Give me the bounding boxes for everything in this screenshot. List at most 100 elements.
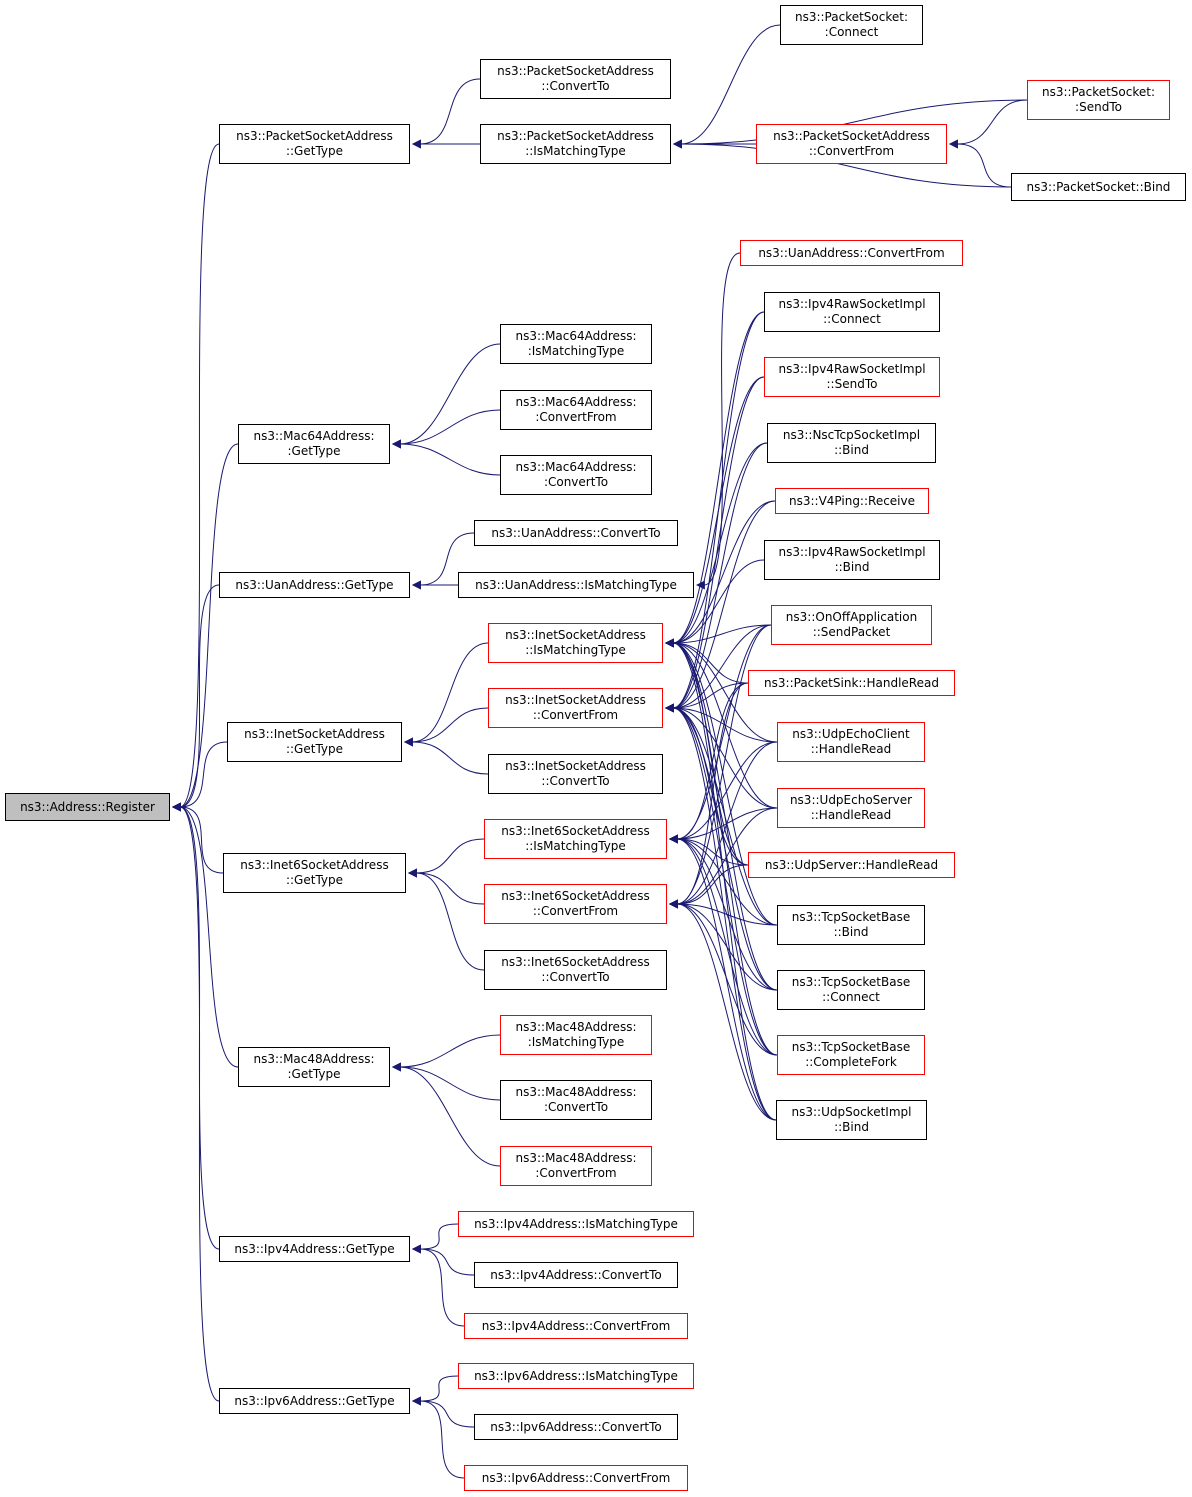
- edge-mac64_ismatch-to-mac64_gettype: [391, 343, 501, 449]
- node-label: ns3::InetSocketAddress: [505, 628, 646, 642]
- node-ipv4-gettype[interactable]: ns3::Ipv4Address::GetType: [219, 1236, 410, 1262]
- node-sink-read[interactable]: ns3::PacketSink::HandleRead: [748, 670, 955, 696]
- node-ps-connect[interactable]: ns3::PacketSocket::Connect: [780, 5, 923, 45]
- edge-tcp_connect-to-inet6_convfrom: [668, 899, 778, 991]
- node-v4ping-receive[interactable]: ns3::V4Ping::Receive: [775, 488, 929, 514]
- node-ipv6-ismatch[interactable]: ns3::Ipv6Address::IsMatchingType: [458, 1363, 694, 1389]
- node-mac48-convto[interactable]: ns3::Mac48Address::ConvertTo: [500, 1080, 652, 1120]
- node-label: ns3::PacketSocket::Bind: [1026, 179, 1171, 194]
- node-label: ::GetType: [285, 144, 344, 158]
- node-register: ns3::Address::Register: [5, 793, 170, 821]
- node-ps-bind[interactable]: ns3::PacketSocket::Bind: [1011, 173, 1186, 201]
- node-label: ns3::UdpSocketImpl: [791, 1105, 912, 1119]
- edge-ipv4raw_connect-to-inet_convfrom: [664, 311, 765, 713]
- node-label: :SendTo: [1075, 100, 1122, 114]
- node-psa-gettype[interactable]: ns3::PacketSocketAddress::GetType: [219, 124, 410, 164]
- node-inet6-convfrom[interactable]: ns3::Inet6SocketAddress::ConvertFrom: [484, 884, 667, 924]
- edge-mac64_gettype-to-register: [171, 443, 239, 812]
- node-mac64-gettype[interactable]: ns3::Mac64Address::GetType: [238, 424, 390, 464]
- node-inet-convto[interactable]: ns3::InetSocketAddress::ConvertTo: [488, 754, 663, 794]
- node-mac64-convto[interactable]: ns3::Mac64Address::ConvertTo: [500, 455, 652, 495]
- node-ipv4-ismatch[interactable]: ns3::Ipv4Address::IsMatchingType: [458, 1211, 694, 1237]
- edge-echoserver_read-to-inet6_convfrom: [668, 807, 778, 909]
- node-inet6-convto[interactable]: ns3::Inet6SocketAddress::ConvertTo: [484, 950, 667, 990]
- node-label: ::Bind: [834, 443, 869, 457]
- edge-ipv4_ismatch-to-ipv4_gettype: [411, 1223, 459, 1254]
- node-inet6-gettype[interactable]: ns3::Inet6SocketAddress::GetType: [223, 853, 406, 893]
- edge-inet_convto-to-inet_gettype: [403, 737, 489, 775]
- node-ipv6-convto[interactable]: ns3::Ipv6Address::ConvertTo: [474, 1414, 678, 1440]
- node-mac48-gettype[interactable]: ns3::Mac48Address::GetType: [238, 1047, 390, 1087]
- node-ipv6-gettype[interactable]: ns3::Ipv6Address::GetType: [219, 1388, 410, 1414]
- node-label: ns3::Mac64Address:: [253, 429, 375, 443]
- edge-mac48_gettype-to-register: [171, 802, 239, 1068]
- node-label: ns3::Ipv6Address::GetType: [234, 1393, 395, 1408]
- edge-ipv4raw_sendto-to-inet_convfrom: [664, 376, 765, 713]
- edge-ps_bind-to-psa_convfrom: [948, 139, 1012, 188]
- node-udpimpl-bind[interactable]: ns3::UdpSocketImpl::Bind: [776, 1100, 927, 1140]
- node-label: :ConvertTo: [543, 1100, 609, 1114]
- node-label: ns3::Ipv4Address::GetType: [234, 1241, 395, 1256]
- node-uan-convto[interactable]: ns3::UanAddress::ConvertTo: [474, 520, 678, 546]
- edge-onoff_send-to-inet_ismatch: [664, 624, 772, 648]
- node-mac48-ismatch[interactable]: ns3::Mac48Address::IsMatchingType: [500, 1015, 652, 1055]
- node-inet-convfrom[interactable]: ns3::InetSocketAddress::ConvertFrom: [488, 688, 663, 728]
- node-onoff-send[interactable]: ns3::OnOffApplication::SendPacket: [771, 605, 932, 645]
- node-ps-sendto[interactable]: ns3::PacketSocket::SendTo: [1027, 80, 1170, 120]
- node-echoclient-read[interactable]: ns3::UdpEchoClient::HandleRead: [777, 722, 925, 762]
- node-psa-ismatch[interactable]: ns3::PacketSocketAddress::IsMatchingType: [480, 124, 671, 164]
- node-uan-gettype[interactable]: ns3::UanAddress::GetType: [219, 572, 410, 598]
- node-nsc-bind[interactable]: ns3::NscTcpSocketImpl::Bind: [767, 423, 936, 463]
- edge-uan_gettype-to-register: [171, 584, 220, 812]
- node-tcp-bind[interactable]: ns3::TcpSocketBase::Bind: [777, 905, 925, 945]
- node-tcp-fork[interactable]: ns3::TcpSocketBase::CompleteFork: [777, 1035, 925, 1075]
- node-label: ::ConvertFrom: [808, 144, 895, 158]
- edge-ipv6_convfrom-to-ipv6_gettype: [411, 1396, 465, 1479]
- node-label: ::ConvertFrom: [532, 708, 619, 722]
- node-label: ns3::Ipv6Address::ConvertTo: [490, 1419, 662, 1434]
- node-udpserver-read[interactable]: ns3::UdpServer::HandleRead: [748, 852, 955, 878]
- node-psa-convertto[interactable]: ns3::PacketSocketAddress::ConvertTo: [480, 59, 671, 99]
- node-uan-convfrom[interactable]: ns3::UanAddress::ConvertFrom: [740, 240, 963, 266]
- node-ipv4-convto[interactable]: ns3::Ipv4Address::ConvertTo: [474, 1262, 678, 1288]
- node-ipv4raw-sendto[interactable]: ns3::Ipv4RawSocketImpl::SendTo: [764, 357, 940, 397]
- node-inet6-ismatch[interactable]: ns3::Inet6SocketAddress::IsMatchingType: [484, 819, 667, 859]
- edge-uan_convto-to-uan_gettype: [411, 532, 475, 590]
- node-label: ns3::Mac64Address:: [515, 460, 637, 474]
- node-label: ns3::Inet6SocketAddress: [240, 858, 389, 872]
- edge-uan_convfrom-to-uan_ismatch: [695, 252, 741, 590]
- node-label: ns3::V4Ping::Receive: [788, 493, 916, 508]
- edge-ipv6_gettype-to-register: [171, 802, 220, 1402]
- edge-echoclient_read-to-inet6_ismatch: [668, 741, 778, 844]
- node-echoserver-read[interactable]: ns3::UdpEchoServer::HandleRead: [777, 788, 925, 828]
- node-mac64-convfrom[interactable]: ns3::Mac64Address::ConvertFrom: [500, 390, 652, 430]
- node-label: ::IsMatchingType: [525, 643, 626, 657]
- node-label: ns3::InetSocketAddress: [505, 693, 646, 707]
- node-label: ns3::TcpSocketBase: [791, 910, 911, 924]
- node-ipv4-convfrom[interactable]: ns3::Ipv4Address::ConvertFrom: [464, 1313, 688, 1339]
- node-label: ::ConvertTo: [541, 774, 610, 788]
- node-mac64-ismatch[interactable]: ns3::Mac64Address::IsMatchingType: [500, 324, 652, 364]
- node-label: ::SendPacket: [812, 625, 891, 639]
- node-label: ns3::OnOffApplication: [785, 610, 918, 624]
- node-label: ns3::TcpSocketBase: [791, 1040, 911, 1054]
- edge-echoclient_read-to-inet6_convfrom: [668, 741, 778, 909]
- edge-tcp_connect-to-inet_convfrom: [664, 703, 778, 991]
- node-psa-convfrom[interactable]: ns3::PacketSocketAddress::ConvertFrom: [756, 124, 947, 164]
- node-ipv4raw-connect[interactable]: ns3::Ipv4RawSocketImpl::Connect: [764, 292, 940, 332]
- edge-nsc_bind-to-inet_ismatch: [664, 442, 768, 648]
- node-label: ns3::Ipv4RawSocketImpl: [778, 362, 926, 376]
- node-ipv6-convfrom[interactable]: ns3::Ipv6Address::ConvertFrom: [464, 1465, 688, 1491]
- node-inet-ismatch[interactable]: ns3::InetSocketAddress::IsMatchingType: [488, 623, 663, 663]
- edge-tcp_bind-to-inet6_ismatch: [668, 834, 778, 926]
- node-label: ns3::PacketSocketAddress: [773, 129, 930, 143]
- node-ipv4raw-bind[interactable]: ns3::Ipv4RawSocketImpl::Bind: [764, 540, 940, 580]
- edge-ps_connect-to-psa_ismatch: [672, 24, 781, 149]
- node-mac48-convfrom[interactable]: ns3::Mac48Address::ConvertFrom: [500, 1146, 652, 1186]
- node-label: ns3::PacketSocketAddress: [236, 129, 393, 143]
- node-uan-ismatch[interactable]: ns3::UanAddress::IsMatchingType: [458, 572, 694, 598]
- node-inet-gettype[interactable]: ns3::InetSocketAddress::GetType: [227, 722, 402, 762]
- edge-sink_read-to-inet6_ismatch: [668, 682, 749, 844]
- node-tcp-connect[interactable]: ns3::TcpSocketBase::Connect: [777, 970, 925, 1010]
- edge-onoff_send-to-inet_convfrom: [664, 624, 772, 713]
